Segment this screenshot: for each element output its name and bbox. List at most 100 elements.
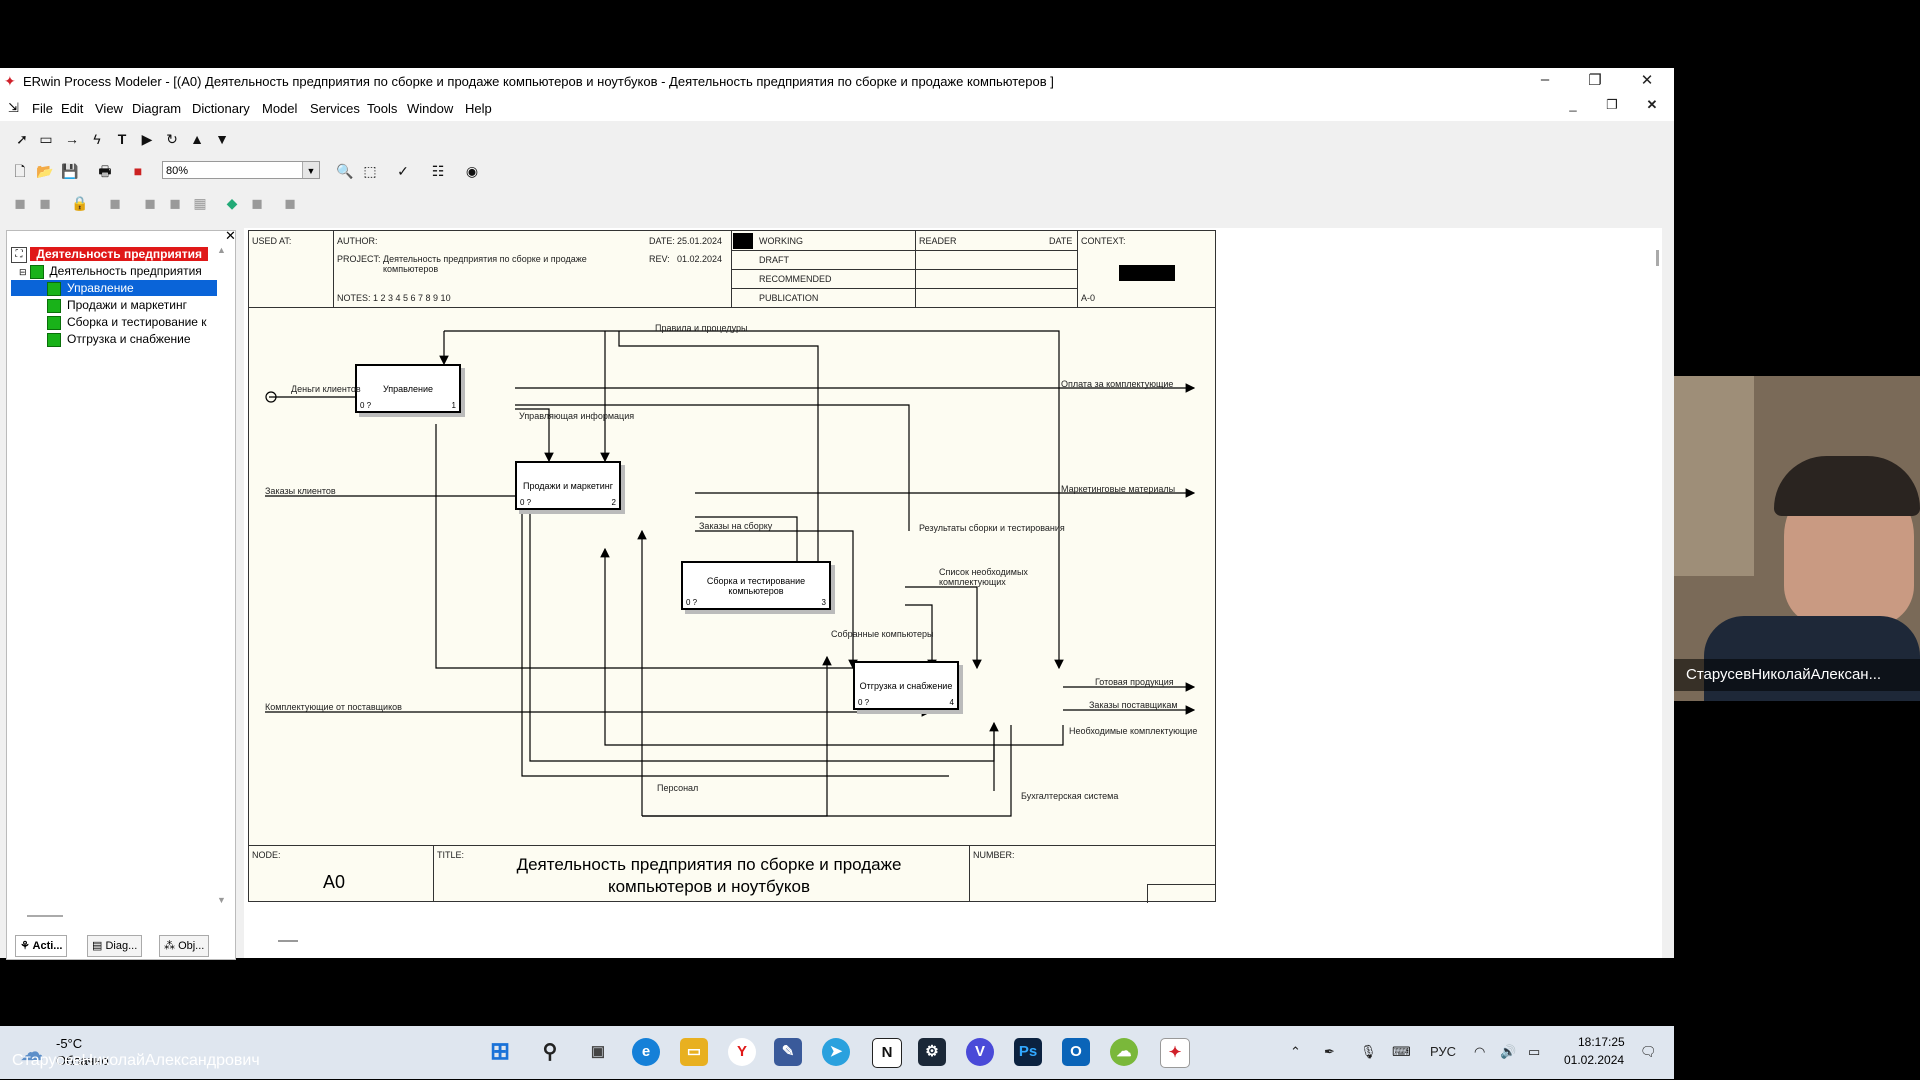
tab-activities[interactable]: ⚘ Acti... xyxy=(15,935,68,957)
notifications-icon[interactable]: 🗨 xyxy=(1640,1044,1657,1059)
file-explorer-icon[interactable]: ▭ xyxy=(680,1038,708,1066)
arrow-label-assembled[interactable]: Собранные компьютеры xyxy=(831,629,934,639)
activity-box-tool-icon[interactable]: ▭ xyxy=(39,131,53,147)
arrow-label-finished[interactable]: Готовая продукция xyxy=(1095,677,1174,687)
vertical-scrollbar[interactable] xyxy=(1656,250,1659,266)
tab-diagrams[interactable]: ▤ Diag... xyxy=(87,935,143,957)
menu-tools[interactable]: Tools xyxy=(367,101,398,116)
arrow-label-needed-parts[interactable]: Необходимые комплектующие xyxy=(1069,726,1198,736)
menu-window[interactable]: Window xyxy=(407,101,454,116)
battery-icon[interactable]: ▭ xyxy=(1528,1044,1541,1059)
undo-icon[interactable]: ↻ xyxy=(166,131,178,147)
chevron-down-icon[interactable]: ▼ xyxy=(302,162,319,178)
arrow-label-test-results[interactable]: Результаты сборки и тестирования xyxy=(919,523,1065,533)
arrow-label-assembly-orders[interactable]: Заказы на сборку xyxy=(699,521,773,531)
mart-compare-icon[interactable]: ◼ xyxy=(251,195,263,211)
tree-item-prodazhi[interactable]: Продажи и маркетинг xyxy=(47,297,187,313)
clock-time[interactable]: 18:17:25 xyxy=(1578,1035,1625,1049)
mart-merge-icon[interactable]: ◼ xyxy=(144,195,156,211)
minimize-button[interactable]: – xyxy=(1540,71,1550,88)
close-button[interactable]: ✕ xyxy=(1640,72,1654,89)
mart-model-icon[interactable]: ◆ xyxy=(226,195,238,211)
mart-grid-icon[interactable]: ▦ xyxy=(193,195,207,211)
chevron-up-icon[interactable]: ⌃ xyxy=(1290,1044,1301,1059)
canvas-horizontal-scrollbar[interactable] xyxy=(278,940,298,942)
navigator-icon[interactable]: ◉ xyxy=(465,163,479,179)
go-up-icon[interactable]: ▲ xyxy=(190,131,204,147)
telegram-icon[interactable]: ➤ xyxy=(822,1038,850,1066)
text-tool-icon[interactable]: T xyxy=(117,131,127,147)
menu-help[interactable]: Help xyxy=(465,101,492,116)
menu-view[interactable]: View xyxy=(95,101,123,116)
activity-box-4[interactable]: Отгрузка и снабжение 0 ? 4 xyxy=(853,661,959,710)
spell-check-icon[interactable]: ✓ xyxy=(397,163,409,179)
menu-model[interactable]: Model xyxy=(262,101,298,116)
diagram-canvas[interactable]: USED AT: AUTHOR: PROJECT: Деятельность п… xyxy=(244,228,1662,958)
horizontal-scrollbar[interactable] xyxy=(27,915,63,917)
arrow-tool-icon[interactable]: → xyxy=(65,131,79,147)
windows-start-icon[interactable]: ⊞ xyxy=(489,1038,511,1065)
yandex-browser-icon[interactable]: Y xyxy=(728,1038,756,1066)
arrow-label-personnel[interactable]: Персонал xyxy=(657,783,699,793)
mart-lock-icon[interactable]: 🔒 xyxy=(71,195,89,211)
tree-item-upravlenie[interactable]: Управление xyxy=(11,280,217,296)
search-icon[interactable]: ⚲ xyxy=(542,1041,558,1063)
menu-services[interactable]: Services xyxy=(310,101,360,116)
tree-root[interactable]: ⛶ Деятельность предприятия xyxy=(11,246,209,263)
restore-button[interactable]: ❐ xyxy=(1588,72,1602,89)
arrow-label-parts-from-suppliers[interactable]: Комплектующие от поставщиков xyxy=(265,702,402,712)
menu-edit[interactable]: Edit xyxy=(61,101,84,116)
off-page-tool-icon[interactable]: ▶ xyxy=(141,131,153,147)
cloud-app-icon[interactable]: ☁ xyxy=(1110,1038,1138,1066)
volume-icon[interactable]: 🔊 xyxy=(1500,1044,1517,1059)
tree-item-otgruzka[interactable]: Отгрузка и снабжение xyxy=(47,331,191,347)
pointer-tool-icon[interactable]: ➚ xyxy=(16,131,28,147)
menu-file[interactable]: File xyxy=(32,101,53,116)
menu-dictionary[interactable]: Dictionary xyxy=(192,101,250,116)
paint-app-icon[interactable]: ✎ xyxy=(774,1038,802,1066)
arrow-label-client-orders[interactable]: Заказы клиентов xyxy=(265,486,336,496)
doc-close-button[interactable]: ✕ xyxy=(1646,97,1658,112)
print-icon[interactable]: 🖶 xyxy=(98,163,112,179)
photoshop-icon[interactable]: Ps xyxy=(1014,1038,1042,1066)
activity-box-1[interactable]: Управление 0 ? 1 xyxy=(355,364,461,413)
language-indicator[interactable]: РУС xyxy=(1430,1044,1457,1059)
wifi-icon[interactable]: ◠ xyxy=(1474,1044,1486,1059)
doc-restore-button[interactable]: ❐ xyxy=(1606,97,1618,112)
arrow-label-client-money[interactable]: Деньги клиентов xyxy=(291,384,361,394)
video-tile[interactable]: СтарусевНиколайАлексан... xyxy=(1674,376,1920,701)
open-folder-icon[interactable]: 📂 xyxy=(36,163,54,179)
keyboard-icon[interactable]: ⌨ xyxy=(1392,1044,1411,1059)
clock-date[interactable]: 01.02.2024 xyxy=(1564,1053,1625,1067)
zoom-select[interactable]: 80% ▼ xyxy=(162,161,320,179)
arrow-label-rules[interactable]: Правила и процедуры xyxy=(655,323,748,333)
doc-minimize-button[interactable]: _ xyxy=(1569,97,1577,112)
mart-connect-icon[interactable]: ◼ xyxy=(14,195,26,211)
arrow-label-needed-list[interactable]: Список необходимых комплектующих xyxy=(939,567,1028,587)
weather-desc[interactable]: Облачно xyxy=(56,1053,109,1068)
menu-diagram[interactable]: Diagram xyxy=(132,101,182,116)
go-down-icon[interactable]: ▼ xyxy=(215,131,229,147)
vpn-app-icon[interactable]: V xyxy=(966,1038,994,1066)
weather-temp[interactable]: -5°C xyxy=(56,1036,83,1051)
arrow-label-marketing[interactable]: Маркетинговые материалы xyxy=(1061,484,1176,494)
tree-scrollbar[interactable]: ▲ ▼ xyxy=(217,245,226,905)
zoom-fit-icon[interactable]: ⬚ xyxy=(363,163,377,179)
outlook-icon[interactable]: O xyxy=(1062,1038,1090,1066)
arrow-label-mgmt-info[interactable]: Управляющая информация xyxy=(519,411,635,421)
zoom-in-icon[interactable]: 🔍 xyxy=(336,163,354,179)
squiggle-tool-icon[interactable]: ϟ xyxy=(93,131,101,147)
arrow-label-accounting[interactable]: Бухгалтерская система xyxy=(1021,791,1119,801)
activity-box-2[interactable]: Продажи и маркетинг 0 ? 2 xyxy=(515,461,621,510)
mart-settings-icon[interactable]: ◼ xyxy=(284,195,296,211)
edge-browser-icon[interactable]: e xyxy=(632,1038,660,1066)
pen-icon[interactable]: ✒ xyxy=(1324,1044,1335,1059)
model-explorer-icon[interactable]: ☷ xyxy=(431,163,445,179)
notion-icon[interactable]: N xyxy=(872,1038,902,1068)
tree-node-a0[interactable]: ⊟Деятельность предприятия xyxy=(19,264,202,279)
tab-objects[interactable]: ⁂ Obj... xyxy=(159,935,210,957)
color-palette-icon[interactable]: ■ xyxy=(133,163,143,179)
arrow-label-pay-parts[interactable]: Оплата за комплектующие xyxy=(1061,379,1174,389)
tree-item-sborka[interactable]: Сборка и тестирование к xyxy=(47,314,207,330)
mart-save-icon[interactable]: ◼ xyxy=(109,195,121,211)
